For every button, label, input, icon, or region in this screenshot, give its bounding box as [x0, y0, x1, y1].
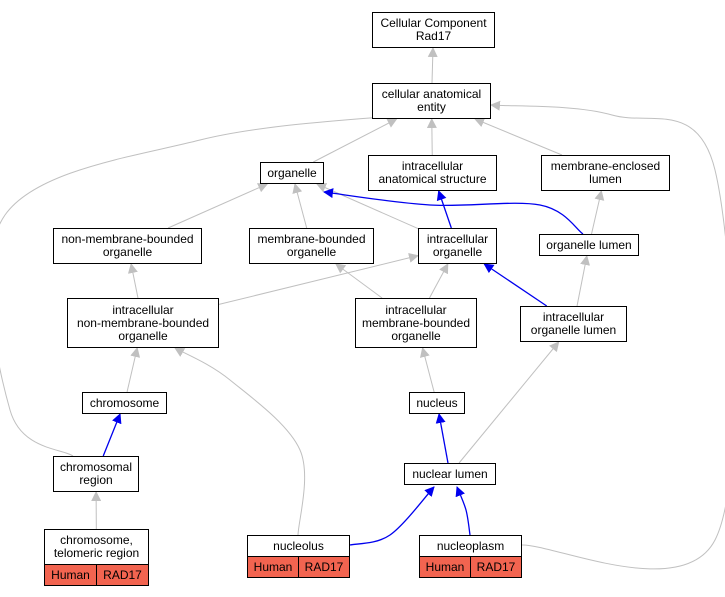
- node-chromosomal-region[interactable]: chromosomal region: [53, 456, 139, 492]
- edges-layer: [0, 47, 725, 570]
- node-nucleus[interactable]: nucleus: [409, 392, 465, 414]
- node-cellular-component-rad17[interactable]: Cellular Component Rad17: [372, 12, 495, 48]
- edge-part-of: [436, 190, 452, 229]
- edge-is-a: [292, 183, 308, 229]
- edge-is-a: [335, 263, 383, 299]
- node-label-line: lumen: [589, 172, 622, 186]
- edge-is-a: [316, 183, 419, 230]
- node-label-line: organelle: [391, 328, 441, 343]
- node-chromosome[interactable]: chromosome: [82, 392, 167, 414]
- edge-is-a: [474, 117, 563, 156]
- node-label-line: organelle: [286, 245, 337, 259]
- edge-is-a: [458, 341, 560, 464]
- edge-is-a: [0, 111, 403, 457]
- node-label-line: organelle lumen: [530, 323, 617, 337]
- node-label-line: intracellular: [401, 159, 464, 173]
- edge-is-a: [127, 263, 139, 299]
- node-non-membrane-bounded-organelle[interactable]: non-membrane-bounded organelle: [53, 228, 202, 264]
- node-label-line: chromosome,: [60, 533, 133, 547]
- node-intracellular-non-membrane-bounded-organelle[interactable]: intracellular non-membrane-bounded organ…: [67, 298, 219, 348]
- node-label-line: anatomical structure: [378, 172, 487, 186]
- edge-is-a: [313, 118, 398, 163]
- node-label-line: region: [79, 473, 113, 487]
- edge-is-a: [427, 47, 438, 84]
- edge-part-of: [349, 486, 435, 546]
- node-intracellular-membrane-bounded-organelle[interactable]: intracellular membrane-bounded organelle: [355, 298, 477, 348]
- node-membrane-enclosed-lumen[interactable]: membrane-enclosed lumen: [541, 155, 670, 191]
- edge-is-a: [591, 190, 605, 235]
- edge-is-a: [167, 183, 269, 229]
- node-label-line: organelle: [118, 328, 168, 343]
- edge-is-a: [426, 118, 437, 156]
- node-label-line: organelle: [432, 245, 483, 259]
- node-label-line: membrane-bounded: [361, 315, 471, 330]
- edge-is-a: [420, 347, 435, 393]
- node-label-line: telomeric region: [53, 546, 140, 560]
- node-organelle-lumen[interactable]: organelle lumen: [539, 234, 639, 256]
- node-label-line: intracellular: [112, 302, 174, 317]
- node-label-line: membrane-bounded: [257, 232, 366, 246]
- edge-is-a: [126, 347, 141, 393]
- node-label-line: nuclear lumen: [412, 466, 488, 481]
- species-tag[interactable]: Human: [420, 557, 470, 577]
- edge-is-a: [576, 255, 591, 307]
- edge-part-of: [455, 486, 471, 536]
- node-label-line: nucleoplasm: [436, 538, 505, 553]
- node-label-line: organelle lumen: [546, 237, 632, 252]
- node-label-line: chromosome: [89, 395, 160, 410]
- node-label-line: nucleus: [416, 395, 458, 410]
- annotated-node-label: nucleoplasm: [420, 536, 521, 556]
- node-label-line: intracellular: [542, 310, 605, 324]
- node-label-line: Rad17: [415, 29, 452, 43]
- edge-part-of: [483, 263, 548, 307]
- annotated-node-label: chromosome, telomeric region: [45, 530, 148, 564]
- edge-part-of: [435, 413, 449, 464]
- node-intracellular-anatomical-structure[interactable]: intracellular anatomical structure: [368, 155, 497, 191]
- node-cellular-anatomical-entity[interactable]: cellular anatomical entity: [372, 83, 491, 119]
- edge-is-a: [490, 100, 725, 570]
- node-label-line: nucleolus: [273, 538, 324, 553]
- node-label-line: membrane-enclosed: [550, 159, 661, 173]
- node-label-line: non-membrane-bounded: [61, 232, 194, 246]
- edge-part-of: [102, 413, 122, 457]
- node-label-line: intracellular: [426, 232, 489, 246]
- node-organelle[interactable]: organelle: [260, 162, 324, 184]
- annotation-tags: Human RAD17: [45, 564, 148, 585]
- species-tag[interactable]: Human: [45, 565, 96, 585]
- gene-tag[interactable]: RAD17: [96, 565, 148, 585]
- gene-tag[interactable]: RAD17: [298, 557, 349, 577]
- annotated-node-chromosome-telomeric-region[interactable]: chromosome, telomeric region Human RAD17: [44, 529, 149, 586]
- edge-is-a: [174, 347, 306, 536]
- node-label-line: entity: [417, 100, 446, 114]
- edge-is-a: [218, 252, 419, 305]
- node-nuclear-lumen[interactable]: nuclear lumen: [404, 463, 496, 485]
- node-label-line: cellular anatomical: [381, 87, 482, 101]
- annotated-node-nucleolus[interactable]: nucleolus Human RAD17: [247, 535, 350, 578]
- node-label-line: chromosomal: [59, 460, 133, 474]
- node-label-line: intracellular: [385, 302, 447, 317]
- node-membrane-bounded-organelle[interactable]: membrane-bounded organelle: [249, 228, 374, 264]
- node-label-line: organelle: [102, 245, 153, 259]
- node-label-line: non-membrane-bounded: [76, 315, 210, 330]
- annotation-tags: Human RAD17: [248, 556, 349, 577]
- annotated-node-nucleoplasm[interactable]: nucleoplasm Human RAD17: [419, 535, 522, 578]
- edge-part-of: [323, 188, 584, 235]
- node-label-line: Cellular Component: [380, 16, 487, 30]
- species-tag[interactable]: Human: [248, 557, 298, 577]
- gene-tag[interactable]: RAD17: [470, 557, 521, 577]
- annotated-node-label: nucleolus: [248, 536, 349, 556]
- node-intracellular-organelle[interactable]: intracellular organelle: [418, 228, 497, 264]
- annotation-tags: Human RAD17: [420, 556, 521, 577]
- node-intracellular-organelle-lumen[interactable]: intracellular organelle lumen: [520, 306, 627, 342]
- node-label-line: organelle: [267, 165, 317, 180]
- edge-is-a: [429, 263, 449, 299]
